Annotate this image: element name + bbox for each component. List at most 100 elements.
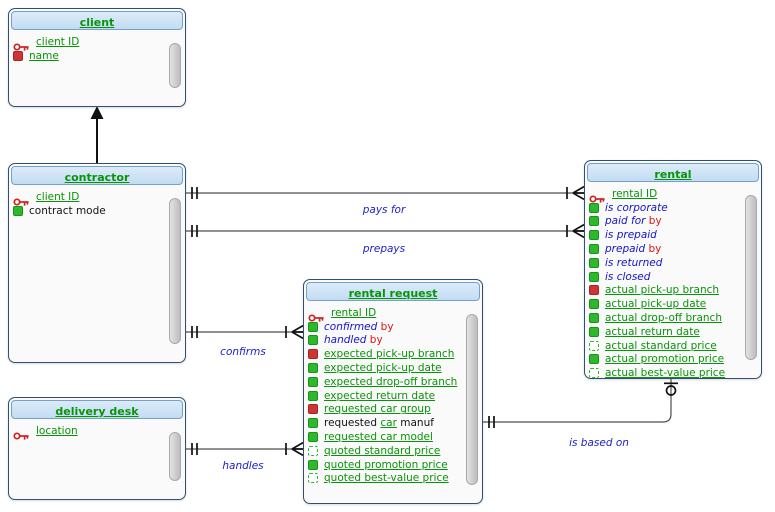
field-row[interactable]: name — [13, 49, 185, 63]
entity-scrollbar-thumb[interactable] — [169, 432, 181, 481]
field-row[interactable]: quoted standard price — [308, 444, 482, 458]
field-row[interactable]: handled by — [308, 334, 482, 348]
field-label: quoted standard price — [324, 444, 441, 457]
attribute-green-square-icon — [589, 202, 599, 213]
field-label: requested car model — [324, 431, 433, 444]
field-label: actual drop-off branch — [605, 312, 722, 325]
field-label: requested car manuf — [324, 417, 434, 430]
field-row[interactable]: actual best-value price — [589, 366, 761, 380]
inheritance-arrowhead-icon — [90, 106, 104, 119]
field-row[interactable]: actual drop-off branch — [589, 311, 761, 325]
field-row[interactable]: expected pick-up date — [308, 361, 482, 375]
relationship-pays-for-connector[interactable] — [186, 185, 585, 201]
field-label: rental ID — [331, 306, 377, 319]
field-row[interactable]: confirmed by — [308, 320, 482, 334]
inheritance-connector-contractor-client[interactable] — [90, 106, 104, 163]
primary-key-icon — [13, 192, 30, 206]
field-row[interactable]: client ID — [13, 35, 185, 51]
attribute-red-square-icon — [13, 50, 23, 61]
field-label: actual promotion price — [605, 353, 725, 366]
field-row[interactable]: actual pick-up branch — [589, 284, 761, 298]
attribute-green-square-icon — [308, 459, 318, 470]
field-row[interactable]: is closed — [589, 270, 761, 284]
field-row[interactable]: paid for by — [589, 215, 761, 229]
field-label: expected drop-off branch — [324, 375, 458, 388]
field-row[interactable]: location — [13, 424, 185, 440]
field-label: confirmed by — [324, 320, 394, 333]
entity-title-bar[interactable]: client — [11, 11, 183, 30]
field-row[interactable]: requested car manuf — [308, 416, 482, 430]
field-row[interactable]: actual return date — [589, 325, 761, 339]
attribute-green-square-icon — [589, 299, 599, 310]
field-row[interactable]: actual standard price — [589, 339, 761, 353]
field-label: prepaid by — [605, 243, 662, 256]
field-label: expected return date — [324, 389, 436, 402]
relationship-confirms-connector[interactable] — [186, 324, 304, 340]
attribute-dashed-square-icon — [589, 368, 599, 379]
field-row[interactable]: contract mode — [13, 204, 185, 218]
relationship-label-confirms[interactable]: confirms — [220, 346, 266, 358]
relationship-label-is-based-on[interactable]: is based on — [569, 437, 629, 449]
field-label: client ID — [36, 35, 80, 48]
field-row[interactable]: quoted best-value price — [308, 472, 482, 486]
primary-key-icon — [13, 426, 30, 440]
attribute-green-square-icon — [589, 230, 599, 241]
attribute-green-square-icon — [589, 313, 599, 324]
field-label: rental ID — [612, 187, 658, 200]
relationship-prepays-connector[interactable] — [186, 223, 585, 239]
relationship-is-based-on-connector[interactable] — [483, 379, 678, 428]
entity-scrollbar-thumb[interactable] — [169, 43, 181, 88]
field-row[interactable]: client ID — [13, 190, 185, 206]
field-row[interactable]: is returned — [589, 256, 761, 270]
relationship-label-handles[interactable]: handles — [222, 460, 264, 472]
attribute-dashed-square-icon — [308, 473, 318, 484]
field-row[interactable]: requested car group — [308, 403, 482, 417]
attribute-red-square-icon — [308, 349, 318, 360]
entity-title-bar[interactable]: rental — [587, 163, 759, 182]
entity-title-bar[interactable]: delivery desk — [11, 400, 183, 419]
field-label: expected pick-up date — [324, 362, 442, 375]
field-label: quoted promotion price — [324, 458, 448, 471]
attribute-green-square-icon — [13, 205, 23, 216]
attribute-red-square-icon — [308, 404, 318, 415]
field-label: name — [29, 49, 59, 62]
field-row[interactable]: actual promotion price — [589, 353, 761, 367]
field-label: handled by — [324, 334, 383, 347]
field-row[interactable]: prepaid by — [589, 242, 761, 256]
field-row[interactable]: rental ID — [308, 306, 482, 322]
entity-scrollbar-thumb[interactable] — [745, 195, 757, 360]
field-label: actual standard price — [605, 339, 717, 352]
relationship-handles-connector[interactable] — [186, 441, 304, 457]
entity-title-bar[interactable]: rental request — [306, 282, 480, 301]
field-row[interactable]: actual pick-up date — [589, 297, 761, 311]
field-label: is closed — [605, 270, 651, 283]
entity-title-bar[interactable]: contractor — [11, 166, 183, 185]
entity-delivery-desk[interactable]: delivery desk location — [8, 397, 186, 500]
field-label: requested car group — [324, 403, 431, 416]
field-row[interactable]: rental ID — [589, 187, 761, 203]
field-row[interactable]: quoted promotion price — [308, 458, 482, 472]
field-row[interactable]: expected return date — [308, 389, 482, 403]
field-row[interactable]: expected pick-up branch — [308, 347, 482, 361]
primary-key-icon — [589, 189, 606, 203]
attribute-green-square-icon — [308, 321, 318, 332]
relationship-label-prepays[interactable]: prepays — [362, 243, 406, 255]
field-row[interactable]: is prepaid — [589, 228, 761, 242]
field-label: actual pick-up date — [605, 298, 707, 311]
entity-scrollbar-thumb[interactable] — [466, 314, 478, 485]
relationship-label-pays-for[interactable]: pays for — [362, 204, 406, 216]
attribute-green-square-icon — [589, 354, 599, 365]
field-label: paid for by — [605, 215, 662, 228]
field-label: is corporate — [605, 201, 668, 214]
entity-scrollbar-thumb[interactable] — [169, 198, 181, 344]
field-row[interactable]: requested car model — [308, 430, 482, 444]
field-row[interactable]: expected drop-off branch — [308, 375, 482, 389]
field-row[interactable]: is corporate — [589, 201, 761, 215]
